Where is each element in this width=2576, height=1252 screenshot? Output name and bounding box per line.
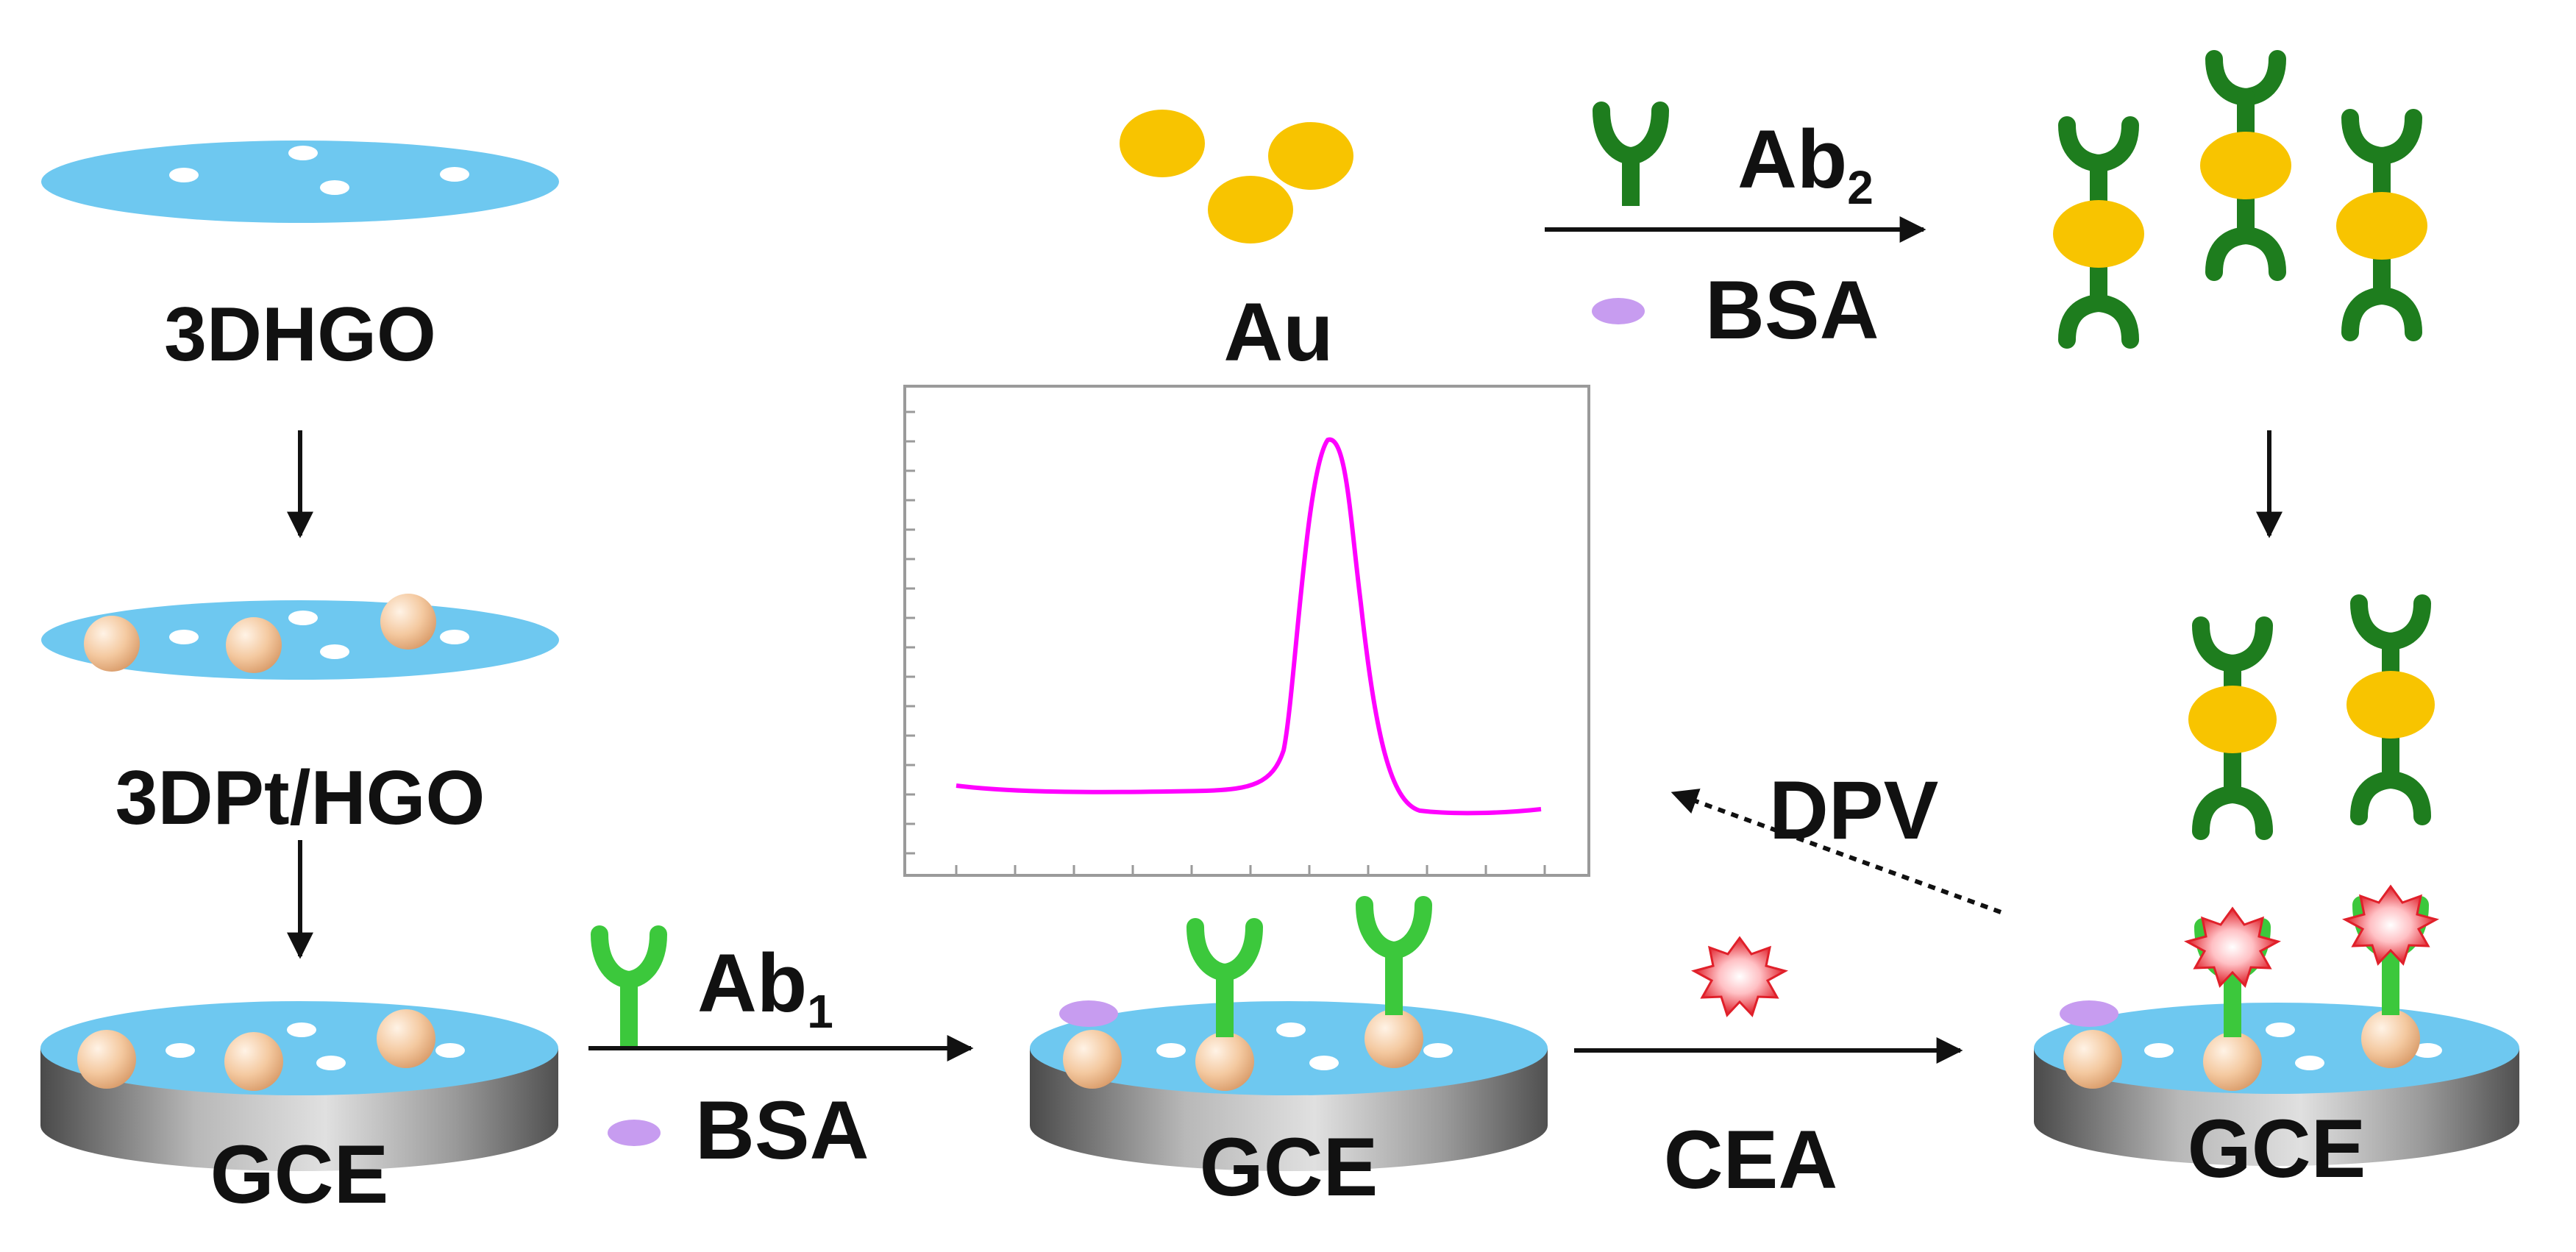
cea-antigen-icon bbox=[1690, 936, 1789, 1017]
label-ab2: Ab2 bbox=[1737, 113, 1874, 214]
label-dpv: DPV bbox=[1769, 764, 1938, 856]
pt-nanoparticle-icon bbox=[380, 594, 436, 650]
label-ab1: Ab1 bbox=[697, 937, 833, 1038]
label-cea: CEA bbox=[1664, 1114, 1837, 1206]
cea-antigen-icon bbox=[2183, 906, 2282, 988]
gold-nanoparticle-icon bbox=[1120, 110, 1353, 243]
label-3dhgo: 3DHGO bbox=[164, 292, 436, 377]
arrow-dpv bbox=[1671, 789, 2002, 914]
bsa-icon bbox=[608, 1120, 661, 1146]
pt-nanoparticle-icon bbox=[226, 617, 282, 673]
label-gce-3: GCE bbox=[2188, 1103, 2366, 1195]
label-gce-1: GCE bbox=[210, 1128, 389, 1220]
label-au: Au bbox=[1223, 286, 1333, 378]
gold-nanoparticle-icon bbox=[2346, 671, 2435, 739]
pt-hgo-sheet bbox=[41, 594, 559, 680]
gold-nanoparticle-icon bbox=[2200, 132, 2291, 199]
plot-ticks bbox=[905, 410, 1546, 875]
antibody-icon bbox=[591, 925, 667, 1048]
gold-nanoparticle-icon bbox=[2336, 192, 2427, 260]
label-bsa-1: BSA bbox=[695, 1084, 869, 1176]
label-gce-2: GCE bbox=[1200, 1121, 1378, 1213]
label-3dpt-hgo: 3DPt/HGO bbox=[115, 755, 485, 841]
gold-nanoparticle-icon bbox=[2053, 200, 2144, 268]
electrode-icon bbox=[1030, 896, 1548, 1171]
gold-nanoparticle-icon bbox=[2188, 686, 2277, 753]
dpv-plot bbox=[903, 385, 1590, 877]
electrode-icon bbox=[2034, 896, 2519, 1166]
pt-nanoparticle-icon bbox=[84, 616, 140, 672]
bsa-icon bbox=[1592, 298, 1645, 324]
dpv-curve bbox=[956, 437, 1542, 816]
label-bsa-2: BSA bbox=[1705, 264, 1879, 356]
cea-antigen-icon bbox=[2341, 884, 2440, 966]
antibody-icon bbox=[1593, 102, 1669, 206]
electrode-icon bbox=[40, 1001, 558, 1171]
hgo-sheet bbox=[41, 141, 559, 223]
